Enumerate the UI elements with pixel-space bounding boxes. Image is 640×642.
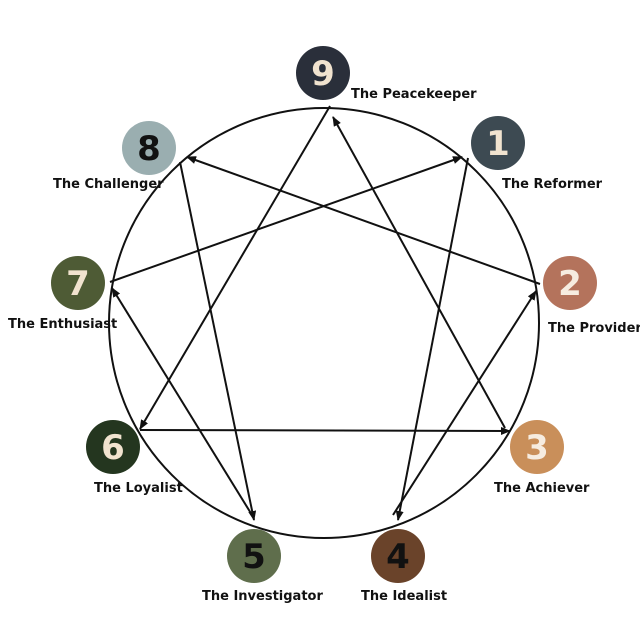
type-number-8: 8 [137,129,161,169]
type-number-4: 4 [386,537,410,577]
type-badge-3 [510,420,564,474]
type-node-8: 8 [122,121,176,175]
type-name-6: The Loyalist [94,481,183,496]
connection-arrow-3-to-9 [332,116,506,429]
connection-arrow-6-to-3 [139,426,511,435]
type-badge-6 [86,420,140,474]
type-number-7: 7 [66,264,90,304]
connection-arrow-2-to-8 [186,156,541,285]
connection-arrow-9-to-6 [139,105,331,430]
type-number-9: 9 [311,54,335,94]
type-badge-7 [51,256,105,310]
type-node-3: 3 [510,420,564,474]
type-badge-4 [371,529,425,583]
type-node-7: 7 [51,256,105,310]
type-number-6: 6 [101,428,125,468]
type-name-1: The Reformer [502,177,603,192]
type-badge-9 [296,46,350,100]
enneagram-circle [108,107,540,539]
type-name-8: The Challenger [53,177,164,192]
type-node-5: 5 [227,529,281,583]
connection-arrows [109,105,541,521]
type-node-6: 6 [86,420,140,474]
type-node-2: 2 [543,256,597,310]
type-name-3: The Achiever [494,481,590,496]
type-number-5: 5 [242,537,266,577]
type-badge-5 [227,529,281,583]
type-badge-2 [543,256,597,310]
connection-arrow-8-to-5 [179,161,257,521]
type-name-4: The Idealist [361,589,447,604]
type-name-5: The Investigator [202,589,323,604]
type-number-1: 1 [486,124,510,164]
connection-arrow-4-to-2 [392,290,537,516]
connection-arrow-7-to-1 [109,156,463,283]
type-badge-8 [122,121,176,175]
type-number-2: 2 [558,264,582,304]
type-node-1: 1 [471,116,525,170]
type-name-2: The Provider [548,321,640,336]
type-nodes: 9 1 2 3 4 5 6 7 8 [51,46,597,583]
type-node-9: 9 [296,46,350,100]
type-name-9: The Peacekeeper [351,87,477,102]
type-badge-1 [471,116,525,170]
connection-arrow-1-to-4 [395,157,469,521]
type-node-4: 4 [371,529,425,583]
type-name-7: The Enthusiast [8,317,117,332]
type-number-3: 3 [525,428,549,468]
connection-arrow-5-to-7 [111,287,253,516]
